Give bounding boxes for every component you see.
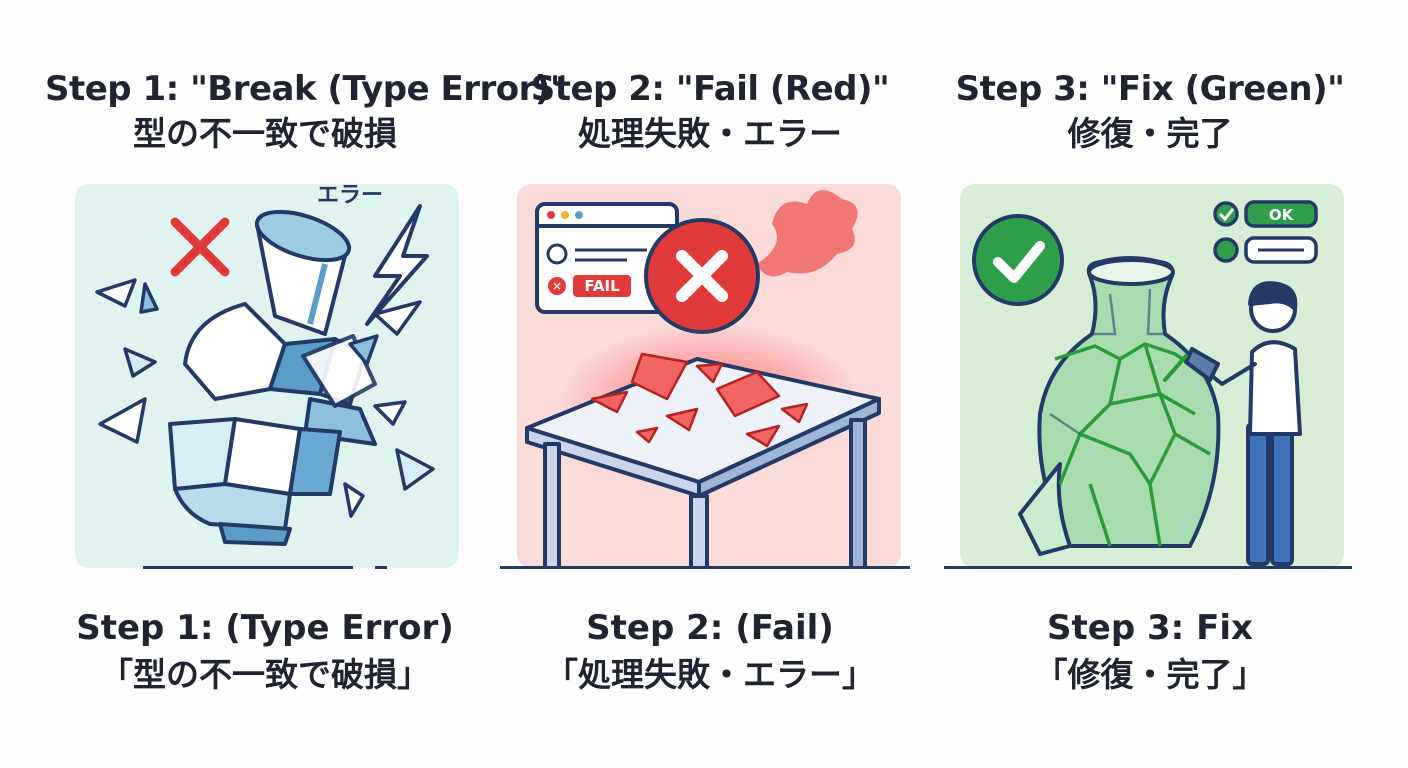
step-3-title-jp: 修復・完了	[1067, 114, 1233, 153]
vase-facet-lines	[1049, 288, 1165, 436]
step-3-caption-jp: 「修復・完了」	[1034, 655, 1266, 694]
browser-window	[535, 202, 679, 314]
vase-neck-shard	[254, 209, 352, 336]
step-3-caption: Step 3: Fix 「修復・完了」	[930, 606, 1370, 700]
step-2-baseline	[500, 566, 910, 569]
step-1-title-jp: 型の不一致で破損	[133, 114, 397, 153]
smoke-cloud	[757, 190, 858, 277]
step-1-baseline-dash	[375, 566, 387, 569]
vase-body-shards	[168, 302, 377, 546]
error-label: エラー	[317, 184, 383, 208]
step-2-caption-jp: 「処理失敗・エラー」	[545, 655, 875, 694]
red-x-icon	[170, 217, 230, 277]
step-2-caption-title: Step 2: (Fail)	[586, 608, 834, 648]
step-3-column: Step 3: "Fix (Green)" 修復・完了 OK	[930, 0, 1370, 768]
checklist	[1213, 200, 1318, 264]
step-2-title: Step 2: "Fail (Red)"	[530, 69, 890, 109]
red-shards	[590, 352, 809, 448]
step-2-column: Step 2: "Fail (Red)" 処理失敗・エラー	[490, 0, 930, 768]
flying-shards	[95, 278, 435, 518]
step-1-caption: Step 1: (Type Error) 「型の不一致で破損」	[45, 606, 485, 700]
fail-table-illustration: ✕ FAIL	[525, 190, 881, 568]
step-3-caption-title: Step 3: Fix	[1047, 608, 1253, 648]
step-1-caption-title: Step 1: (Type Error)	[76, 608, 454, 648]
step-1-caption-jp: 「型の不一致で破損」	[100, 655, 430, 694]
step-3-baseline	[944, 566, 1352, 569]
ok-badge: OK	[1269, 206, 1295, 224]
step-1-illustration: エラー	[75, 184, 459, 568]
broken-vase-illustration: エラー	[95, 184, 435, 546]
step-2-caption: Step 2: (Fail) 「処理失敗・エラー」	[490, 606, 930, 700]
step-1-baseline	[143, 566, 353, 569]
repaired-vase	[1018, 256, 1221, 556]
step-2-title-jp: 処理失敗・エラー	[578, 114, 842, 153]
step-2-heading: Step 2: "Fail (Red)" 処理失敗・エラー	[490, 68, 930, 158]
fail-badge: FAIL	[584, 277, 620, 295]
table	[525, 357, 881, 568]
window-x-icon: ✕	[552, 280, 562, 294]
repaired-vase-illustration: OK	[972, 200, 1318, 566]
lightning-bolt-icon	[365, 204, 429, 326]
vase-repair-cracks	[1054, 342, 1211, 547]
step-3-heading: Step 3: "Fix (Green)" 修復・完了	[930, 68, 1370, 158]
step-2-illustration: ✕ FAIL	[517, 184, 901, 568]
error-circle-icon	[644, 218, 760, 334]
step-3-illustration: OK	[960, 184, 1344, 568]
step-1-column: Step 1: "Break (Type Error)" 型の不一致で破損 エラ…	[45, 0, 568, 768]
step-1-title: Step 1: "Break (Type Error)"	[45, 69, 568, 109]
step-1-heading: Step 1: "Break (Type Error)" 型の不一致で破損	[45, 68, 568, 158]
check-circle-icon	[972, 214, 1064, 306]
person-repairing	[1163, 281, 1302, 566]
step-3-title: Step 3: "Fix (Green)"	[955, 69, 1345, 109]
